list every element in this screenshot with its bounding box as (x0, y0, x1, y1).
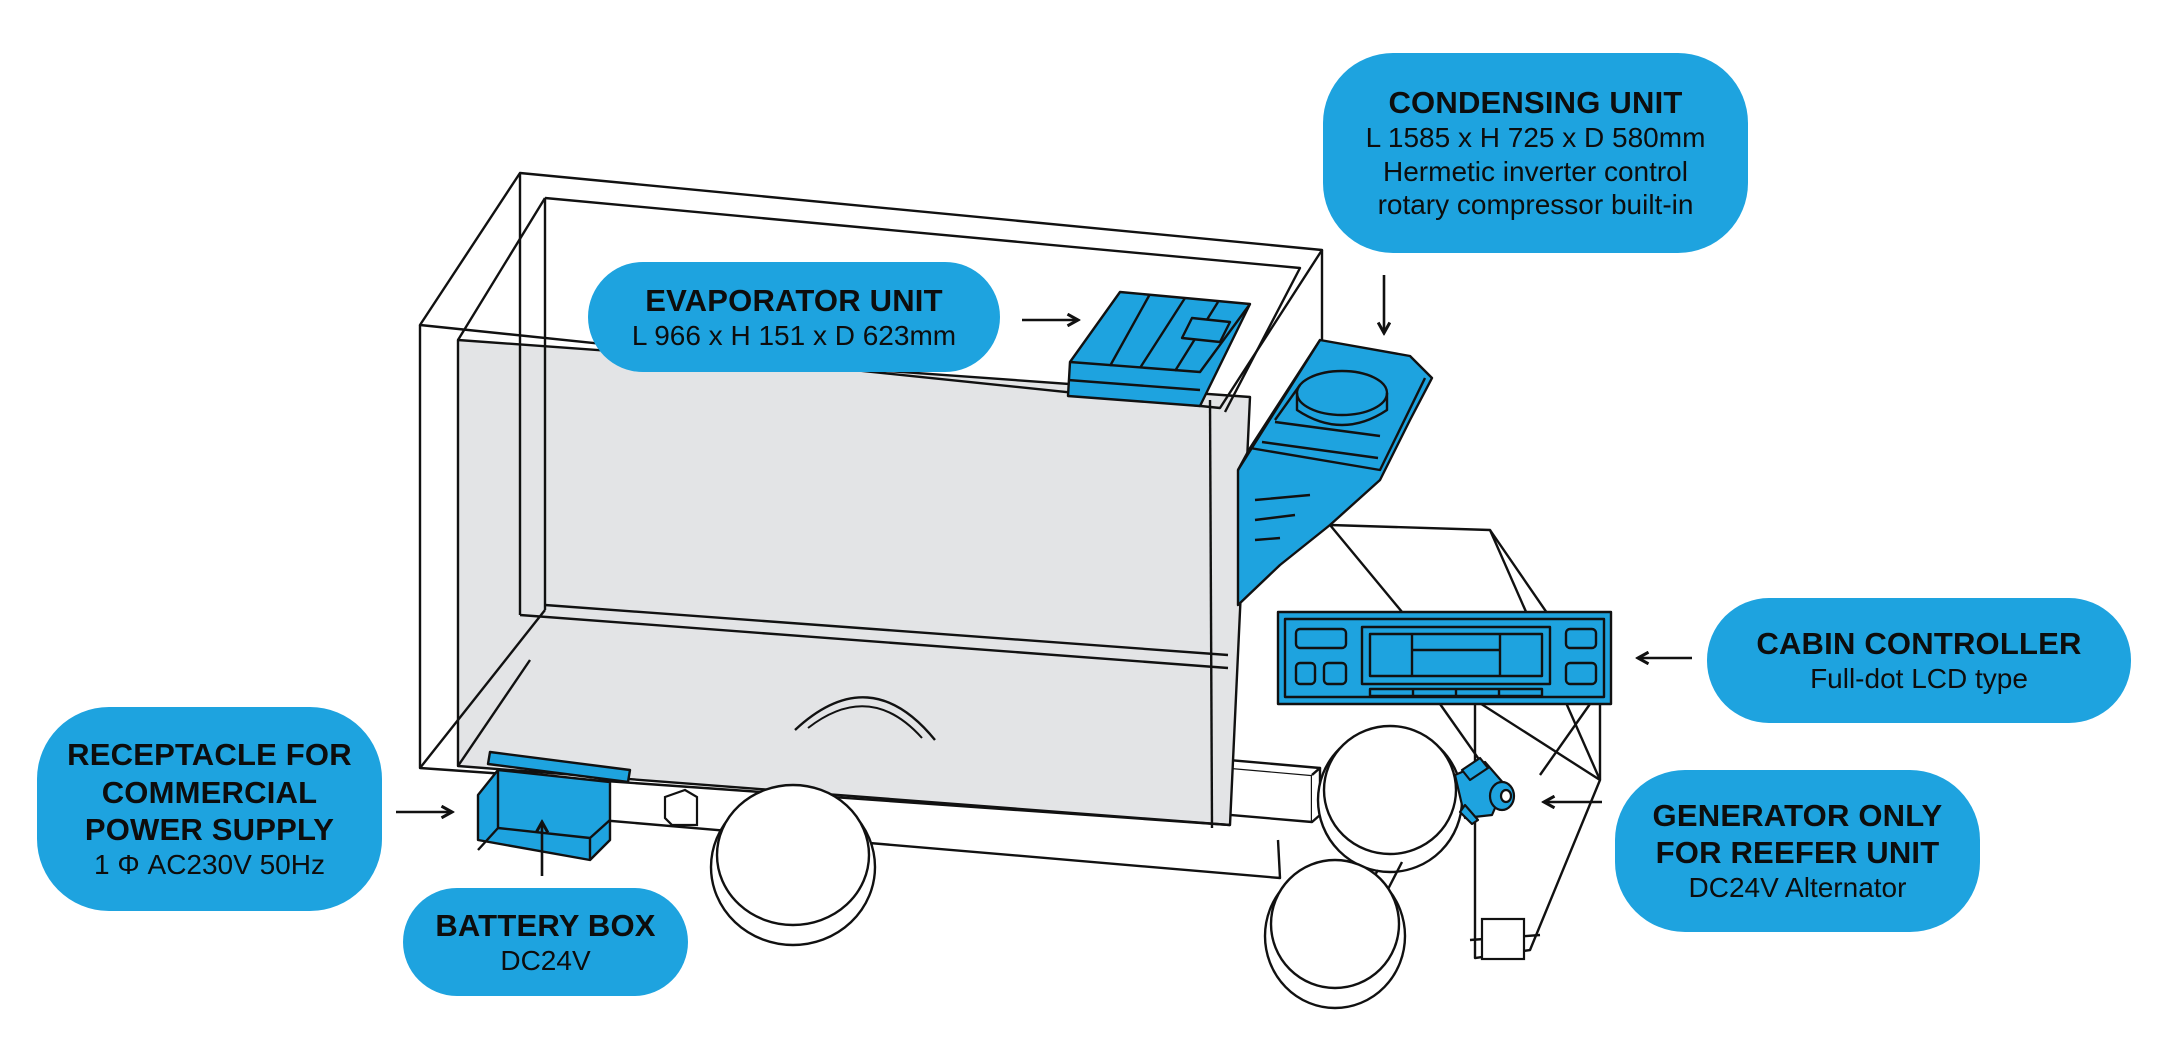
battery-box-desc: DC24V (500, 944, 591, 976)
receptacle-callout: RECEPTACLE FOR COMMERCIAL POWER SUPPLY 1… (37, 707, 382, 911)
evaporator-unit-callout: EVAPORATOR UNIT L 966 x H 151 x D 623mm (588, 262, 1000, 372)
bracket (663, 788, 699, 827)
evaporator-unit-shape (1066, 290, 1252, 408)
cabin-controller-title: CABIN CONTROLLER (1756, 626, 2082, 662)
receptacle-desc: 1 Φ AC230V 50Hz (94, 848, 325, 880)
battery-box-callout: BATTERY BOX DC24V (403, 888, 688, 996)
rear-wheel (709, 783, 877, 947)
callout-arrows (396, 275, 1692, 876)
wheel-arch-inner (807, 705, 923, 739)
condensing-unit-title: CONDENSING UNIT (1388, 85, 1683, 121)
receptacle-title-2: COMMERCIAL (101, 774, 318, 810)
condensing-unit-callout: CONDENSING UNIT L 1585 x H 725 x D 580mm… (1323, 53, 1748, 253)
generator-title-1: GENERATOR ONLY (1652, 798, 1943, 834)
front-wheel-far (1316, 724, 1464, 901)
cabin-controller-shape (1276, 610, 1613, 776)
generator-callout: GENERATOR ONLY FOR REEFER UNIT DC24V Alt… (1615, 770, 1980, 932)
battery-box-title: BATTERY BOX (435, 907, 656, 943)
evaporator-unit-title: EVAPORATOR UNIT (645, 282, 943, 318)
receptacle-title-3: POWER SUPPLY (84, 811, 335, 847)
condensing-unit-shape (1236, 338, 1434, 607)
receptacle-box-shape (476, 750, 632, 862)
wheel-arch (794, 696, 936, 741)
generator-shape (1453, 756, 1516, 826)
receptacle-title-1: RECEPTACLE FOR (67, 737, 352, 773)
condensing-unit-desc-1: Hermetic inverter control (1383, 155, 1688, 187)
block (1480, 917, 1526, 961)
condensing-unit-dimensions: L 1585 x H 725 x D 580mm (1365, 122, 1706, 154)
front-wheel (1263, 858, 1407, 1010)
cabin-controller-callout: CABIN CONTROLLER Full-dot LCD type (1707, 598, 2131, 723)
cabin-controller-desc: Full-dot LCD type (1810, 663, 2028, 695)
evaporator-unit-dimensions: L 966 x H 151 x D 623mm (631, 319, 957, 351)
generator-desc: DC24V Alternator (1688, 872, 1907, 904)
generator-title-2: FOR REEFER UNIT (1655, 835, 1940, 871)
condensing-unit-desc-2: rotary compressor built-in (1377, 189, 1694, 221)
cargo-box (418, 171, 1324, 829)
